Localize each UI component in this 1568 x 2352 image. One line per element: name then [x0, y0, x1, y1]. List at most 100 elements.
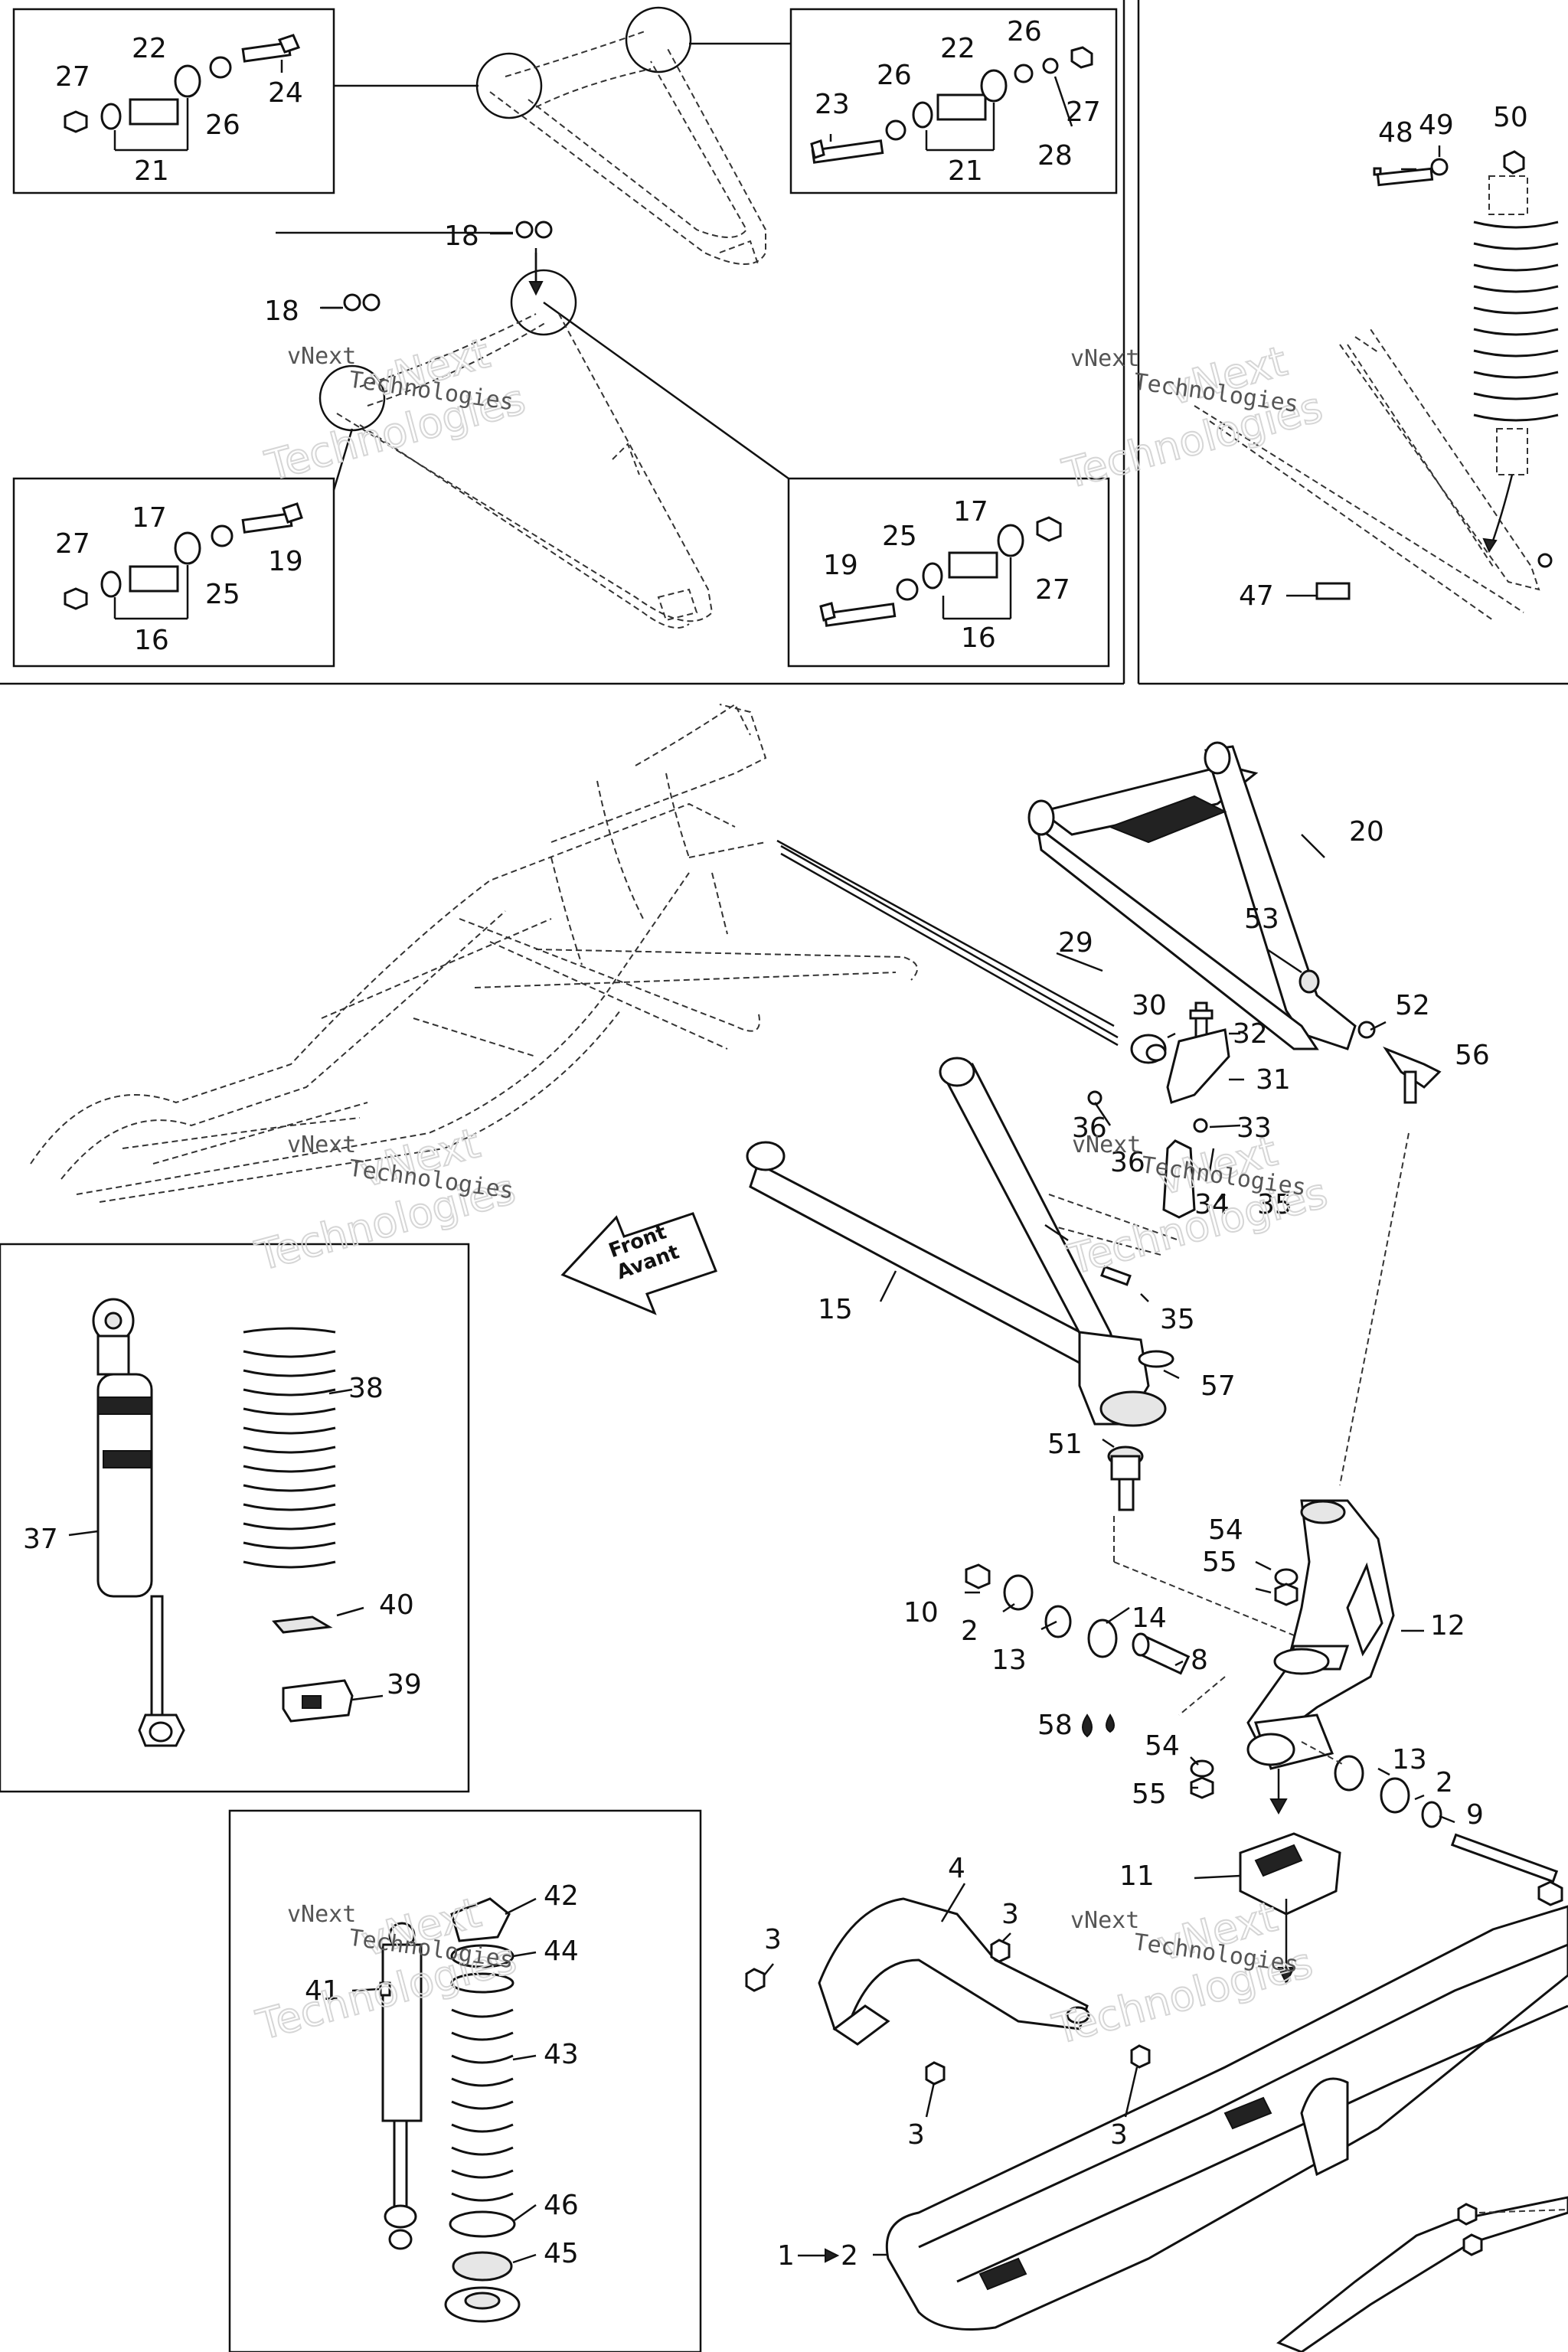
callout-56: 56	[1455, 1040, 1490, 1071]
callout-26: 26	[205, 109, 240, 141]
lubricant-drop-icon	[1082, 1713, 1093, 1738]
callout-9: 9	[1466, 1799, 1484, 1831]
callout-55: 55	[1202, 1547, 1237, 1578]
callout-19: 19	[823, 550, 858, 581]
callout-17: 17	[953, 496, 988, 528]
callout-26: 26	[877, 60, 912, 91]
spindle-part	[1246, 1132, 1410, 1815]
callout-46: 46	[544, 2190, 579, 2221]
callout-52: 52	[1395, 990, 1430, 1021]
callout-48: 48	[1378, 117, 1413, 149]
callout-25: 25	[205, 579, 240, 610]
callout-24: 24	[268, 77, 303, 109]
callout-39: 39	[387, 1669, 422, 1700]
callout-44: 44	[544, 1936, 579, 1967]
leader-lines	[68, 60, 1455, 2264]
callout-22: 22	[940, 33, 975, 64]
callout-19: 19	[268, 546, 303, 577]
callout-18: 18	[264, 296, 299, 327]
left-shock-assembly	[92, 1298, 354, 1747]
callout-41: 41	[305, 1975, 340, 2007]
callout-3: 3	[1110, 2119, 1128, 2151]
callout-18: 18	[444, 220, 479, 252]
callout-28: 28	[1037, 140, 1073, 172]
upper-a-arm-part	[1027, 741, 1442, 1104]
callout-20: 20	[1349, 816, 1384, 848]
callout-55: 55	[1132, 1779, 1167, 1810]
watermark-small: vNext	[287, 343, 356, 370]
callout-37: 37	[23, 1524, 58, 1555]
callout-2: 2	[961, 1615, 978, 1647]
watermark-small: vNext	[287, 1901, 356, 1928]
callout-27: 27	[1066, 96, 1101, 128]
callout-57: 57	[1200, 1370, 1236, 1402]
callout-17: 17	[132, 502, 167, 534]
callout-25: 25	[882, 521, 917, 552]
callout-50: 50	[1493, 102, 1528, 133]
spindle-hardware	[965, 1563, 1563, 1906]
callout-27: 27	[55, 61, 90, 93]
callout-16: 16	[961, 622, 996, 654]
watermark-small: vNext	[287, 1132, 356, 1158]
callout-8: 8	[1191, 1645, 1208, 1676]
watermark-small: vNext	[1070, 1907, 1139, 1934]
watermark-small: vNext	[1070, 345, 1139, 372]
callout-12: 12	[1430, 1610, 1465, 1642]
callout-31: 31	[1256, 1064, 1291, 1096]
ski-leg-part	[745, 1897, 1151, 2086]
callout-26: 26	[1007, 16, 1042, 47]
callout-42: 42	[544, 1880, 579, 1912]
callout-54: 54	[1208, 1514, 1243, 1546]
callout-51: 51	[1047, 1429, 1083, 1460]
callout-43: 43	[544, 2039, 579, 2070]
ski-part	[885, 1905, 1568, 2352]
upper-a-arm-outline	[475, 6, 766, 265]
callout-15: 15	[818, 1294, 853, 1325]
indicator-arrows	[528, 253, 1093, 2263]
callout-45: 45	[544, 2238, 579, 2269]
callout-27: 27	[1035, 574, 1070, 606]
shock-panel-outline	[1194, 150, 1559, 621]
callout-13: 13	[991, 1645, 1027, 1676]
callout-3: 3	[764, 1924, 782, 1955]
front-direction-arrow	[560, 1212, 717, 1315]
callout-40: 40	[379, 1589, 414, 1621]
callout-54: 54	[1145, 1730, 1180, 1762]
callout-27: 27	[55, 528, 90, 560]
callout-labels: 27 22 24 26 21 26 22 26 23 27 28 21 48 4…	[23, 16, 1528, 2272]
detail-box-upper-left	[12, 8, 479, 194]
assembled-suspension-outline	[30, 703, 1119, 1203]
callout-16: 16	[134, 625, 169, 656]
watermark-small: vNext	[1072, 1132, 1141, 1158]
bracket-part	[1048, 1001, 1230, 1256]
callout-32: 32	[1233, 1018, 1268, 1050]
callout-22: 22	[132, 33, 167, 64]
stabilizer-rod-part	[776, 839, 1167, 1064]
lower-a-arm-part	[746, 1057, 1174, 1427]
callout-1: 1	[777, 2240, 795, 2272]
detail-box-upper-right	[689, 8, 1118, 194]
callout-10: 10	[903, 1597, 939, 1628]
callout-47: 47	[1239, 580, 1274, 612]
callout-35: 35	[1257, 1189, 1292, 1220]
callout-21: 21	[134, 155, 169, 187]
callout-58: 58	[1037, 1710, 1073, 1741]
ball-joint-part	[1107, 1446, 1302, 1639]
bottom-shock-assembly	[379, 1897, 521, 2323]
callout-36: 36	[1072, 1112, 1107, 1144]
callout-30: 30	[1132, 990, 1167, 1021]
callout-29: 29	[1058, 927, 1093, 959]
callout-14: 14	[1132, 1602, 1167, 1634]
detail-box-lower-left	[12, 428, 354, 668]
detail-box-lower-right	[543, 301, 1110, 668]
callout-3: 3	[907, 2119, 925, 2151]
callout-49: 49	[1419, 109, 1454, 141]
callout-36: 36	[1110, 1147, 1145, 1178]
callout-3: 3	[1001, 1899, 1019, 1930]
callout-13: 13	[1392, 1744, 1427, 1775]
callout-4: 4	[948, 1853, 965, 1884]
callout-23: 23	[815, 89, 850, 120]
callout-35: 35	[1160, 1304, 1195, 1335]
